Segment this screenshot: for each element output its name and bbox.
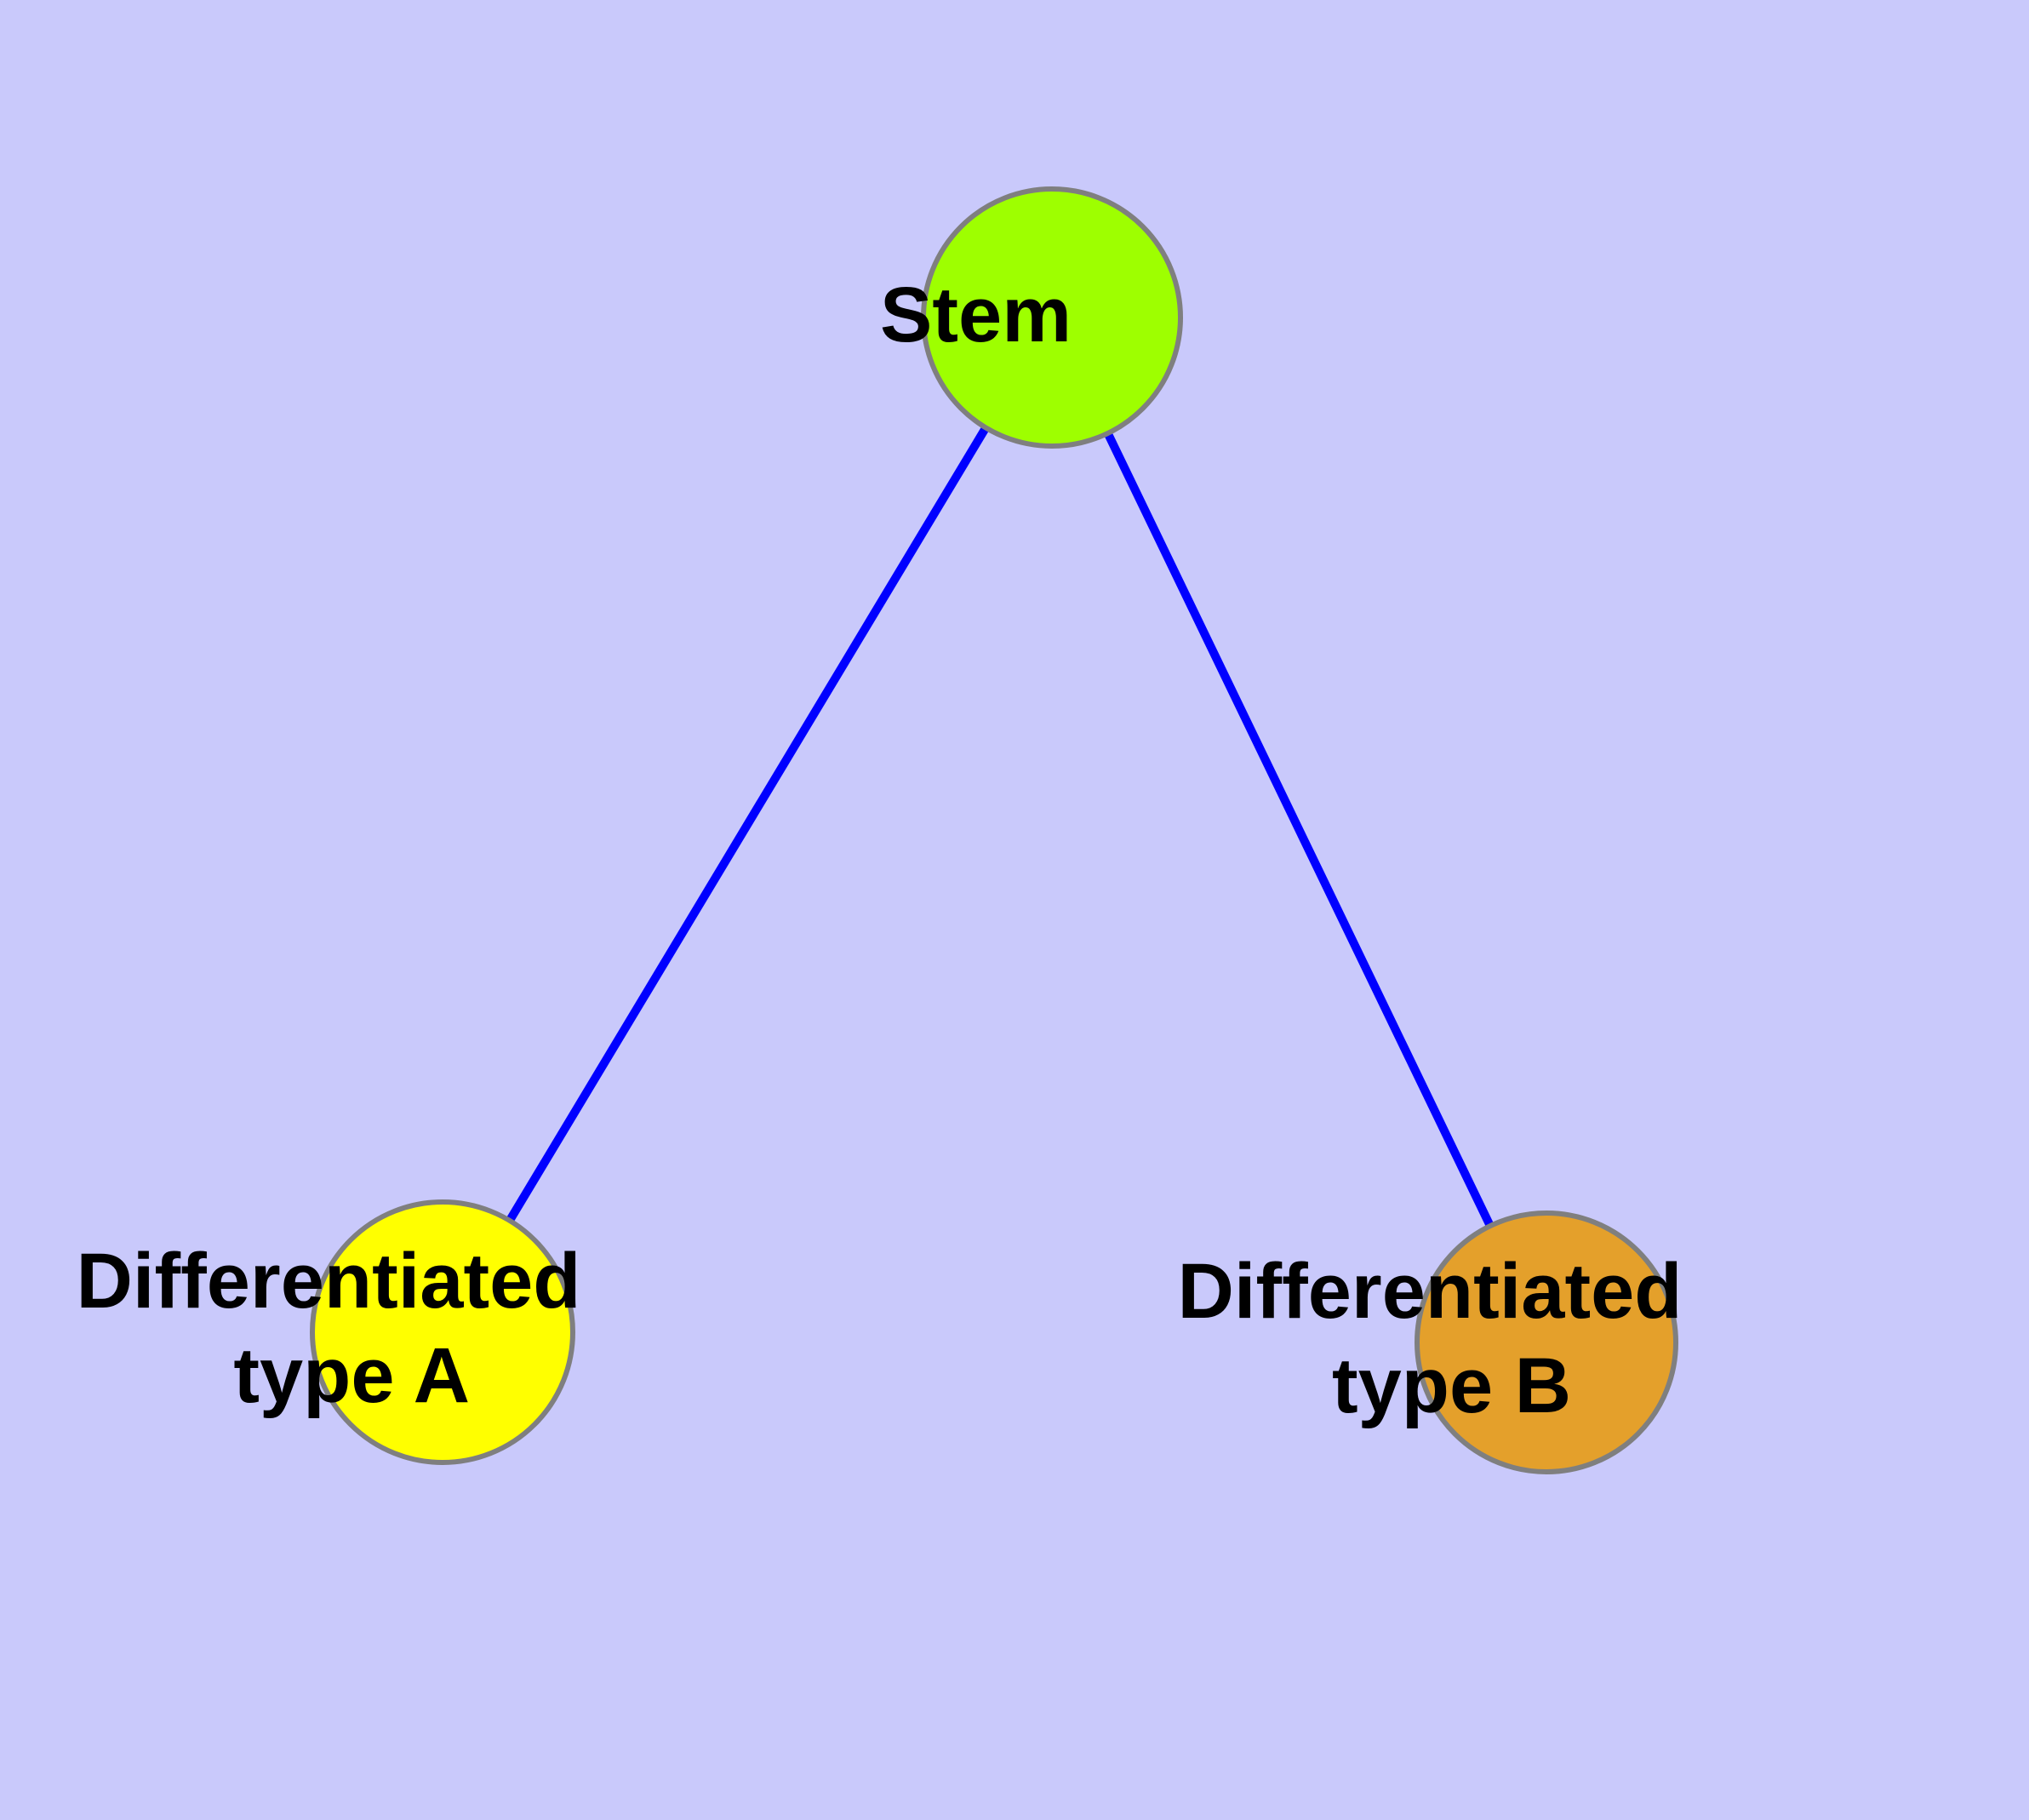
node-differentiated-type-a-label-line-1: Differentiated [76,1238,580,1325]
node-differentiated-type-a-circle[interactable] [310,1199,575,1465]
node-stem-label-line-1: Stem [880,272,1072,358]
label-layer: Stem Differentiated type A Differentiate… [76,272,1878,1429]
node-differentiated-type-b-label-line-2: type B [1332,1342,1571,1429]
edge-layer [438,315,1551,1345]
node-differentiated-type-a-label: Differentiated type A [76,1238,776,1419]
node-differentiated-type-a[interactable] [310,1199,575,1465]
node-differentiated-type-b[interactable] [1415,1210,1678,1474]
node-stem[interactable] [921,186,1183,449]
edge-stem-to-differentiated-type-b[interactable] [1048,315,1551,1345]
node-differentiated-type-b-label: Differentiated type B [1177,1248,1878,1429]
node-stem-label: Stem [880,272,1224,358]
node-differentiated-type-a-label-line-2: type A [233,1332,468,1419]
node-stem-circle[interactable] [921,186,1183,449]
node-differentiated-type-b-label-line-1: Differentiated [1177,1248,1682,1335]
node-layer [310,186,1678,1474]
node-differentiated-type-b-circle[interactable] [1415,1210,1678,1474]
edge-stem-to-differentiated-type-a[interactable] [438,315,1056,1335]
